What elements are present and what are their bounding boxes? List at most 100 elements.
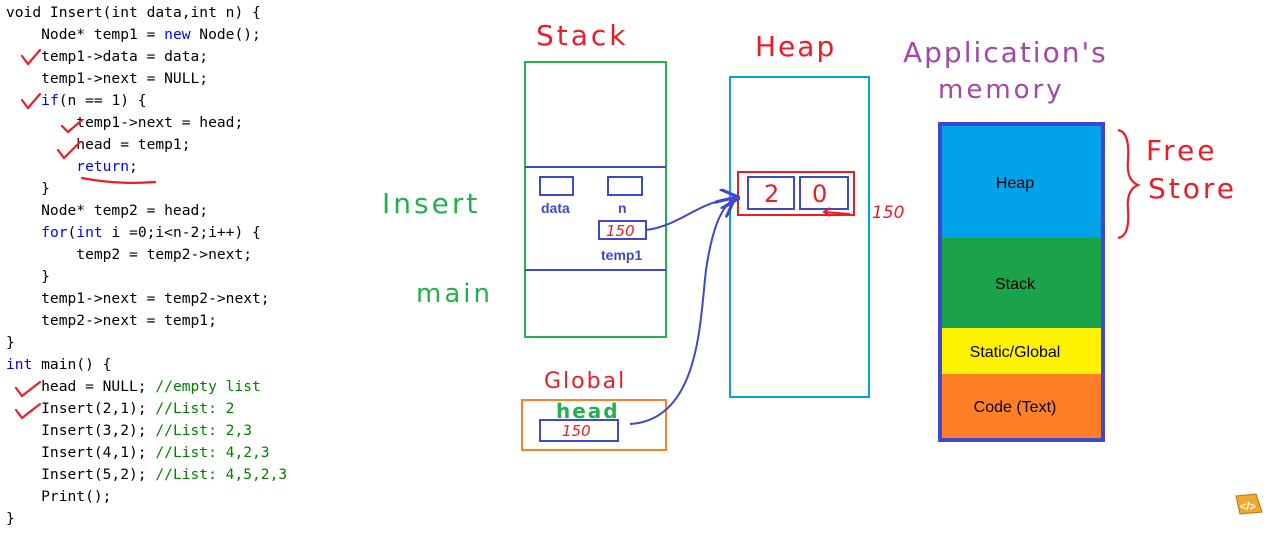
code-token: main() {	[32, 356, 112, 373]
code-token: temp1->next = head;	[6, 114, 244, 131]
code-token: head = temp1;	[6, 136, 191, 153]
code-line: Node* temp2 = head;	[6, 200, 366, 222]
code-token: }	[6, 268, 50, 285]
code-token: if	[41, 92, 59, 109]
code-token: head = NULL;	[6, 378, 156, 395]
node-address: 150	[872, 203, 904, 223]
check-icon	[20, 48, 42, 66]
underline-return	[80, 176, 157, 184]
code-token: }	[6, 180, 50, 197]
code-line: }	[6, 178, 366, 200]
code-line: }	[6, 508, 366, 530]
var-data-label: data	[541, 200, 570, 216]
code-token: Insert(5,2);	[6, 466, 156, 483]
code-token: temp2 = temp2->next;	[6, 246, 253, 263]
n-slot	[607, 176, 643, 196]
app-memory-title-1: Application's	[903, 36, 1108, 69]
memory-segment-label: Stack	[995, 276, 1036, 293]
code-line: temp2->next = temp1;	[6, 310, 366, 332]
check-icon	[14, 380, 42, 398]
temp1-pointer-arrow	[645, 198, 736, 231]
code-token: //List: 2	[155, 400, 235, 417]
code-line: void Insert(int data,int n) {	[6, 2, 366, 24]
code-token: Node* temp2 = head;	[6, 202, 209, 219]
code-token: int	[111, 4, 138, 21]
code-token: //empty list	[155, 378, 261, 395]
stack-box	[524, 61, 667, 338]
code-line: Insert(5,2); //List: 4,5,2,3	[6, 464, 366, 486]
heap-title: Heap	[755, 30, 836, 63]
free-store-label-1: Free	[1146, 134, 1217, 167]
check-icon	[14, 402, 42, 420]
code-token: Insert(4,1);	[6, 444, 156, 461]
code-line: temp1->next = NULL;	[6, 68, 366, 90]
code-line: if(n == 1) {	[6, 90, 366, 112]
memory-segment	[942, 126, 1101, 238]
check-icon	[60, 118, 84, 134]
memory-segment-label: Heap	[996, 175, 1034, 192]
code-line: Insert(2,1); //List: 2	[6, 398, 366, 420]
code-token: }	[6, 510, 15, 527]
code-token: Print();	[6, 488, 112, 505]
code-token: int	[6, 356, 33, 373]
memory-segment	[942, 238, 1101, 328]
code-line: Node* temp1 = new Node();	[6, 24, 366, 46]
memory-frame	[938, 122, 1105, 442]
code-line: }	[6, 266, 366, 288]
code-line: temp1->data = data;	[6, 46, 366, 68]
heap-box	[729, 76, 870, 398]
code-token: new	[164, 26, 191, 43]
check-marks	[14, 48, 157, 420]
memory-segment-label: Static/Global	[970, 344, 1061, 361]
memory-segment-label: Code (Text)	[974, 399, 1057, 416]
code-token: void Insert(	[6, 4, 112, 21]
global-title: Global	[544, 369, 626, 394]
data-slot	[539, 176, 574, 196]
code-token: Insert(3,2);	[6, 422, 156, 439]
head-pointer-arrow	[629, 200, 732, 425]
code-token: (	[67, 224, 77, 241]
code-line: temp1->next = temp2->next;	[6, 288, 366, 310]
code-token: data,	[137, 4, 191, 21]
free-store-label-2: Store	[1148, 172, 1237, 205]
check-icon	[20, 92, 42, 110]
memory-segment	[942, 328, 1101, 374]
stack-title: Stack	[536, 19, 629, 52]
code-line: int main() {	[6, 354, 366, 376]
code-token: n) {	[216, 4, 261, 21]
code-line: for(int i =0;i<n-2;i++) {	[6, 222, 366, 244]
code-token: Node* temp1 =	[6, 26, 165, 43]
app-memory-title-2: memory	[938, 75, 1065, 105]
code-token: Insert(2,1);	[6, 400, 156, 417]
node-next-cell	[799, 176, 849, 210]
code-token: temp1->next = temp2->next;	[6, 290, 270, 307]
code-token: temp1->next = NULL;	[6, 70, 209, 87]
code-line: temp2 = temp2->next;	[6, 244, 366, 266]
code-line: Print();	[6, 486, 366, 508]
head-slot	[539, 419, 619, 442]
temp1-value: 150	[606, 222, 635, 240]
code-token: int	[190, 4, 217, 21]
code-line: temp1->next = head;	[6, 112, 366, 134]
code-token: temp1->data = data;	[6, 48, 209, 65]
code-token: i =0;i<n-2;i++) {	[102, 224, 261, 241]
head-value: 150	[562, 422, 591, 440]
insert-frame-label: Insert	[382, 187, 480, 220]
code-line: return;	[6, 156, 366, 178]
code-token: for	[41, 224, 68, 241]
node-address-arrow	[822, 207, 851, 217]
code-token: //List: 4,5,2,3	[155, 466, 288, 483]
code-token: //List: 2,3	[155, 422, 253, 439]
memory-segment	[942, 374, 1101, 438]
free-store-brace	[1117, 128, 1141, 240]
code-logo-icon: </>	[1235, 493, 1263, 515]
check-icon	[56, 140, 82, 160]
code-line: Insert(3,2); //List: 2,3	[6, 420, 366, 442]
main-frame-label: main	[416, 279, 493, 309]
var-temp1-label: temp1	[601, 247, 642, 263]
node-data-value: 2	[764, 180, 779, 208]
var-n-label: n	[618, 200, 627, 216]
code-line: Insert(4,1); //List: 4,2,3	[6, 442, 366, 464]
code-line: head = NULL; //empty list	[6, 376, 366, 398]
